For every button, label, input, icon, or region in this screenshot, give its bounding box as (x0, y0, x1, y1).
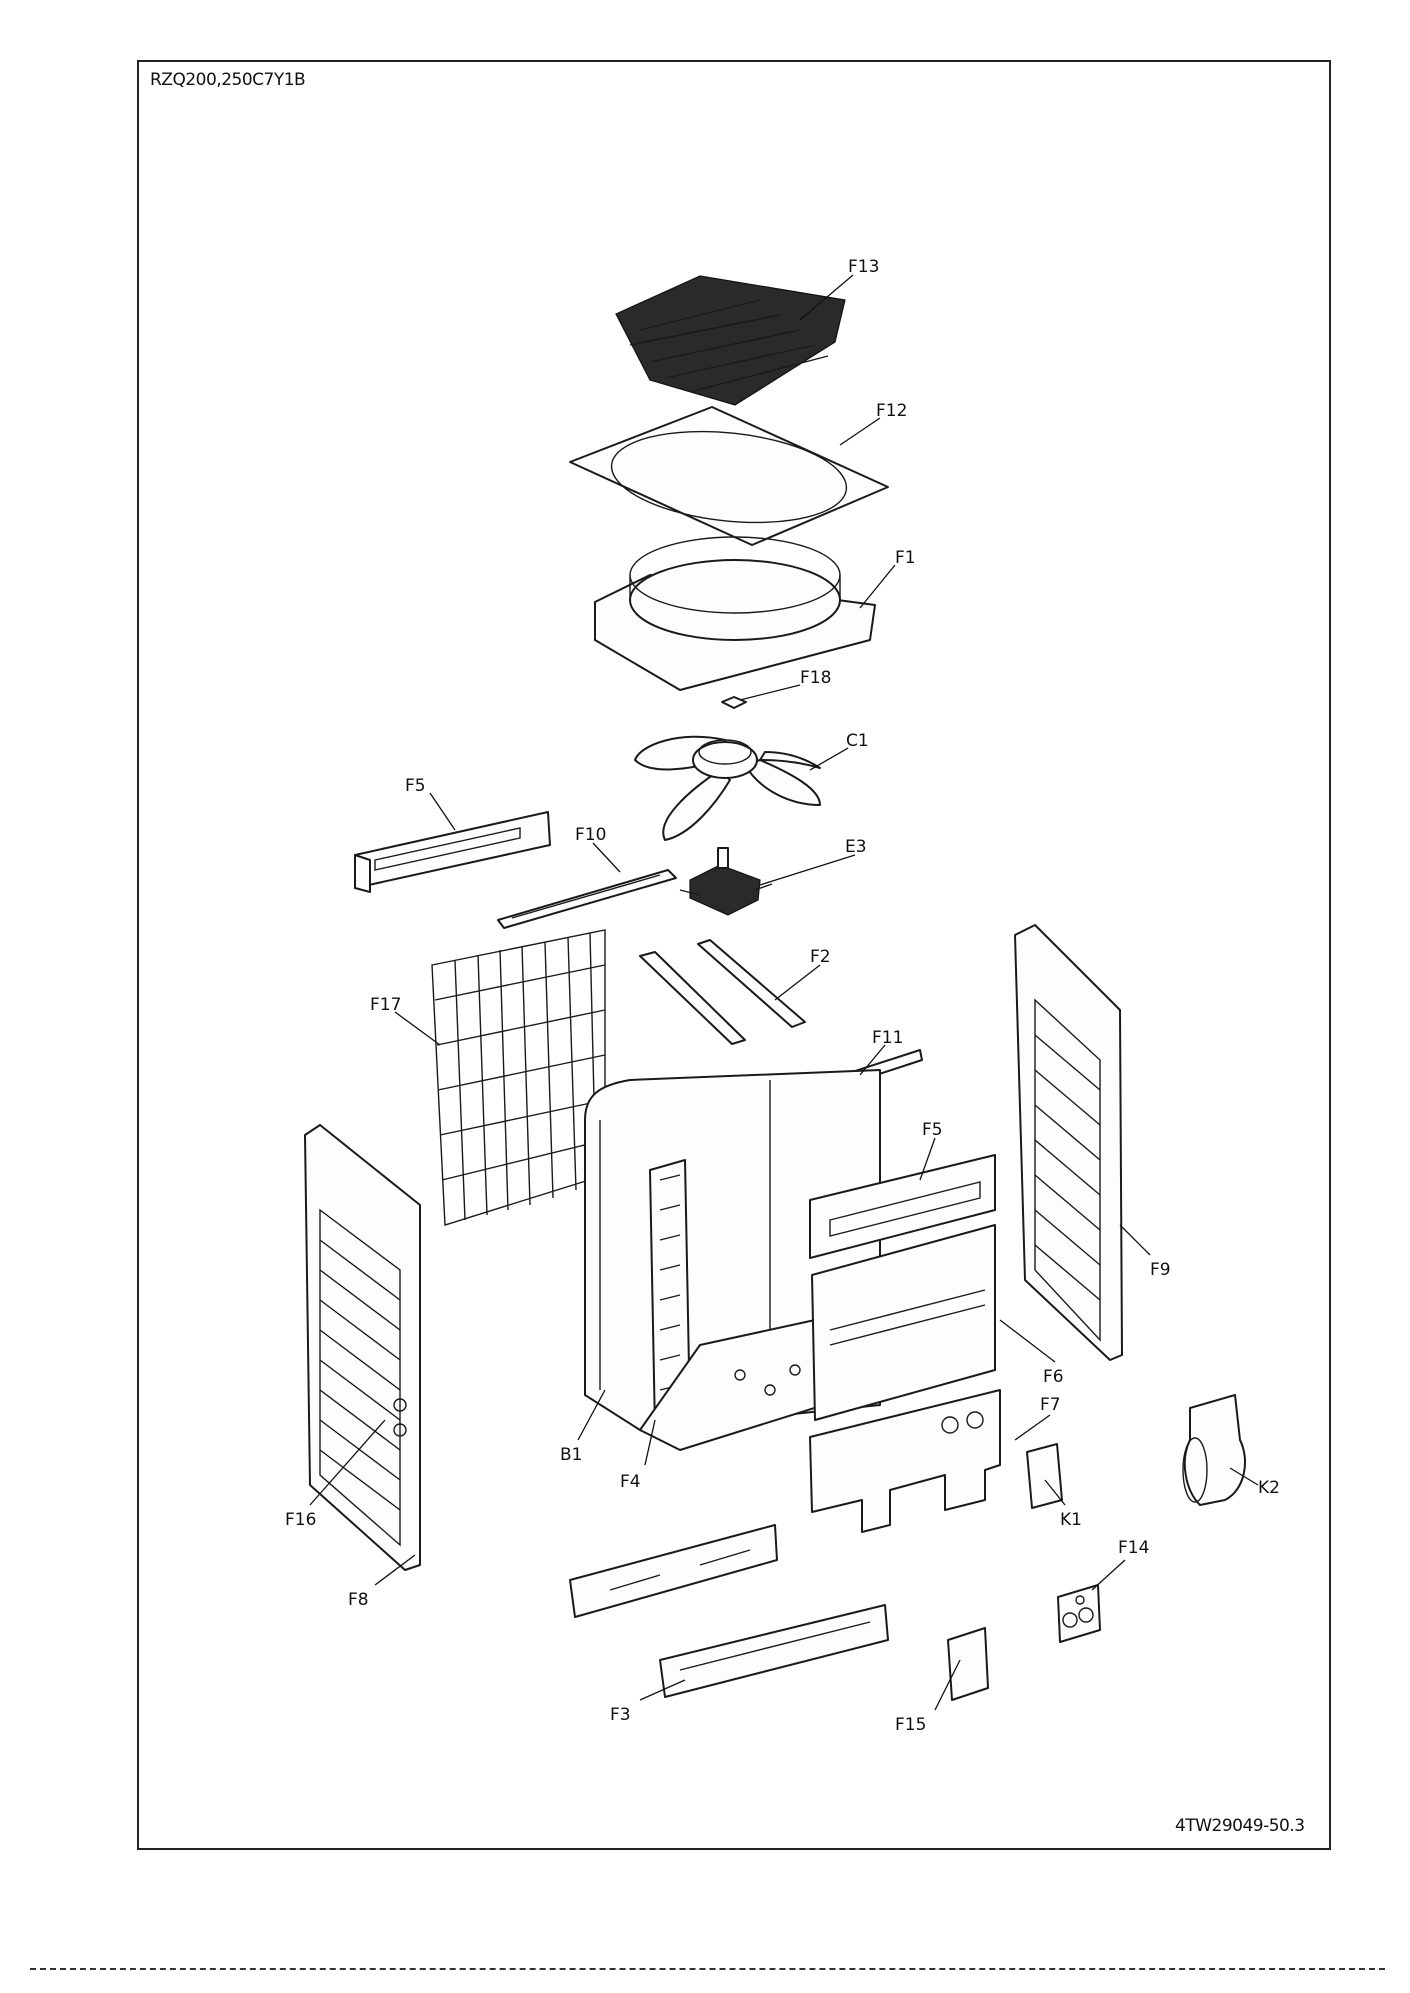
right-side-grille-panel-icon (1014, 924, 1123, 1361)
fan-motor-icon (679, 847, 773, 916)
lower-base-rail-icon (569, 1524, 778, 1618)
left-side-grille-panel-icon (304, 1124, 421, 1571)
bell-mouth-icon (594, 536, 876, 691)
label-f14: F14 (1118, 1538, 1149, 1558)
label-plate-icon (1026, 1443, 1063, 1509)
label-f10: F10 (575, 825, 606, 845)
label-k1: K1 (1060, 1510, 1082, 1530)
model-title: RZQ200,250C7Y1B (150, 70, 306, 90)
front-middle-panel-icon (811, 1224, 996, 1421)
upper-side-panel-icon (354, 811, 551, 893)
front-lower-panel-icon (809, 1389, 1001, 1533)
base-rail-icon (659, 1604, 889, 1698)
label-f5-upper: F5 (405, 776, 426, 796)
label-f8: F8 (348, 1590, 369, 1610)
scan-bottom-rule (30, 1968, 1385, 1970)
label-f18: F18 (800, 668, 831, 688)
fan-guard-grille-icon (615, 275, 846, 406)
leader-lines (309, 274, 1259, 1711)
label-f15: F15 (895, 1715, 926, 1735)
motor-support-brackets-icon (639, 939, 806, 1045)
label-f5-front: F5 (922, 1120, 943, 1140)
label-f17: F17 (370, 995, 401, 1015)
front-upper-panel-icon (809, 1154, 996, 1259)
drawing-frame (137, 60, 1331, 1850)
label-f11: F11 (872, 1028, 903, 1048)
label-e3: E3 (845, 837, 867, 857)
label-c1: C1 (846, 731, 869, 751)
motor-support-rail-icon (497, 869, 677, 929)
label-f7: F7 (1040, 1395, 1061, 1415)
document-number: 4TW29049-50.3 (1175, 1816, 1305, 1836)
label-f3: F3 (610, 1705, 631, 1725)
label-f1: F1 (895, 548, 916, 568)
part-labels: F13 F12 F1 F18 C1 F5 F10 E3 F2 F17 F11 F… (285, 257, 1280, 1735)
label-k2: K2 (1258, 1478, 1280, 1498)
label-f16: F16 (285, 1510, 316, 1530)
label-f12: F12 (876, 401, 907, 421)
label-f13: F13 (848, 257, 879, 277)
accessory-bag-icon (1182, 1394, 1246, 1506)
piping-intake-plate-icon (1057, 1584, 1101, 1643)
nut-icon (721, 696, 747, 709)
wire-mesh-guard-icon (431, 929, 606, 1226)
label-f4: F4 (620, 1472, 641, 1492)
label-f6: F6 (1043, 1367, 1064, 1387)
label-b1: B1 (560, 1445, 582, 1465)
label-f2: F2 (810, 947, 831, 967)
top-plate-icon (569, 406, 889, 546)
service-cover-icon (947, 1627, 989, 1701)
label-f9: F9 (1150, 1260, 1171, 1280)
propeller-fan-icon (634, 735, 821, 841)
